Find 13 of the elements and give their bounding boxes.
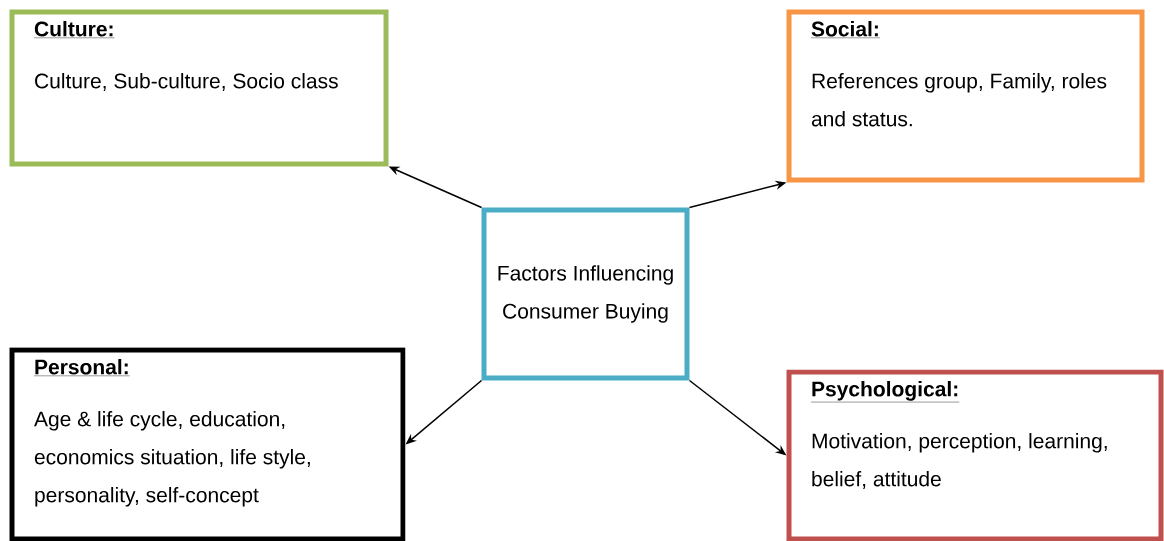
heading: Social: [810,21,881,38]
description: References group, Family, roles and status. [811,73,1107,127]
central-box: Factors Influencing Consumer Buying [481,207,690,381]
description: Motivation, perception, learning, belief, attitude [812,433,1107,489]
heading: Personal: [33,359,130,376]
category-box [9,347,406,541]
description: Age & life cycle, education, economics situation, life style, personality, self-concept [34,411,310,507]
description: Culture, Sub-culture, Socio class [35,73,338,91]
category-box [786,9,1145,183]
heading: Psychological: [810,381,960,403]
category-box [786,369,1164,541]
category-box [9,9,389,167]
heading: Culture: [33,21,115,38]
